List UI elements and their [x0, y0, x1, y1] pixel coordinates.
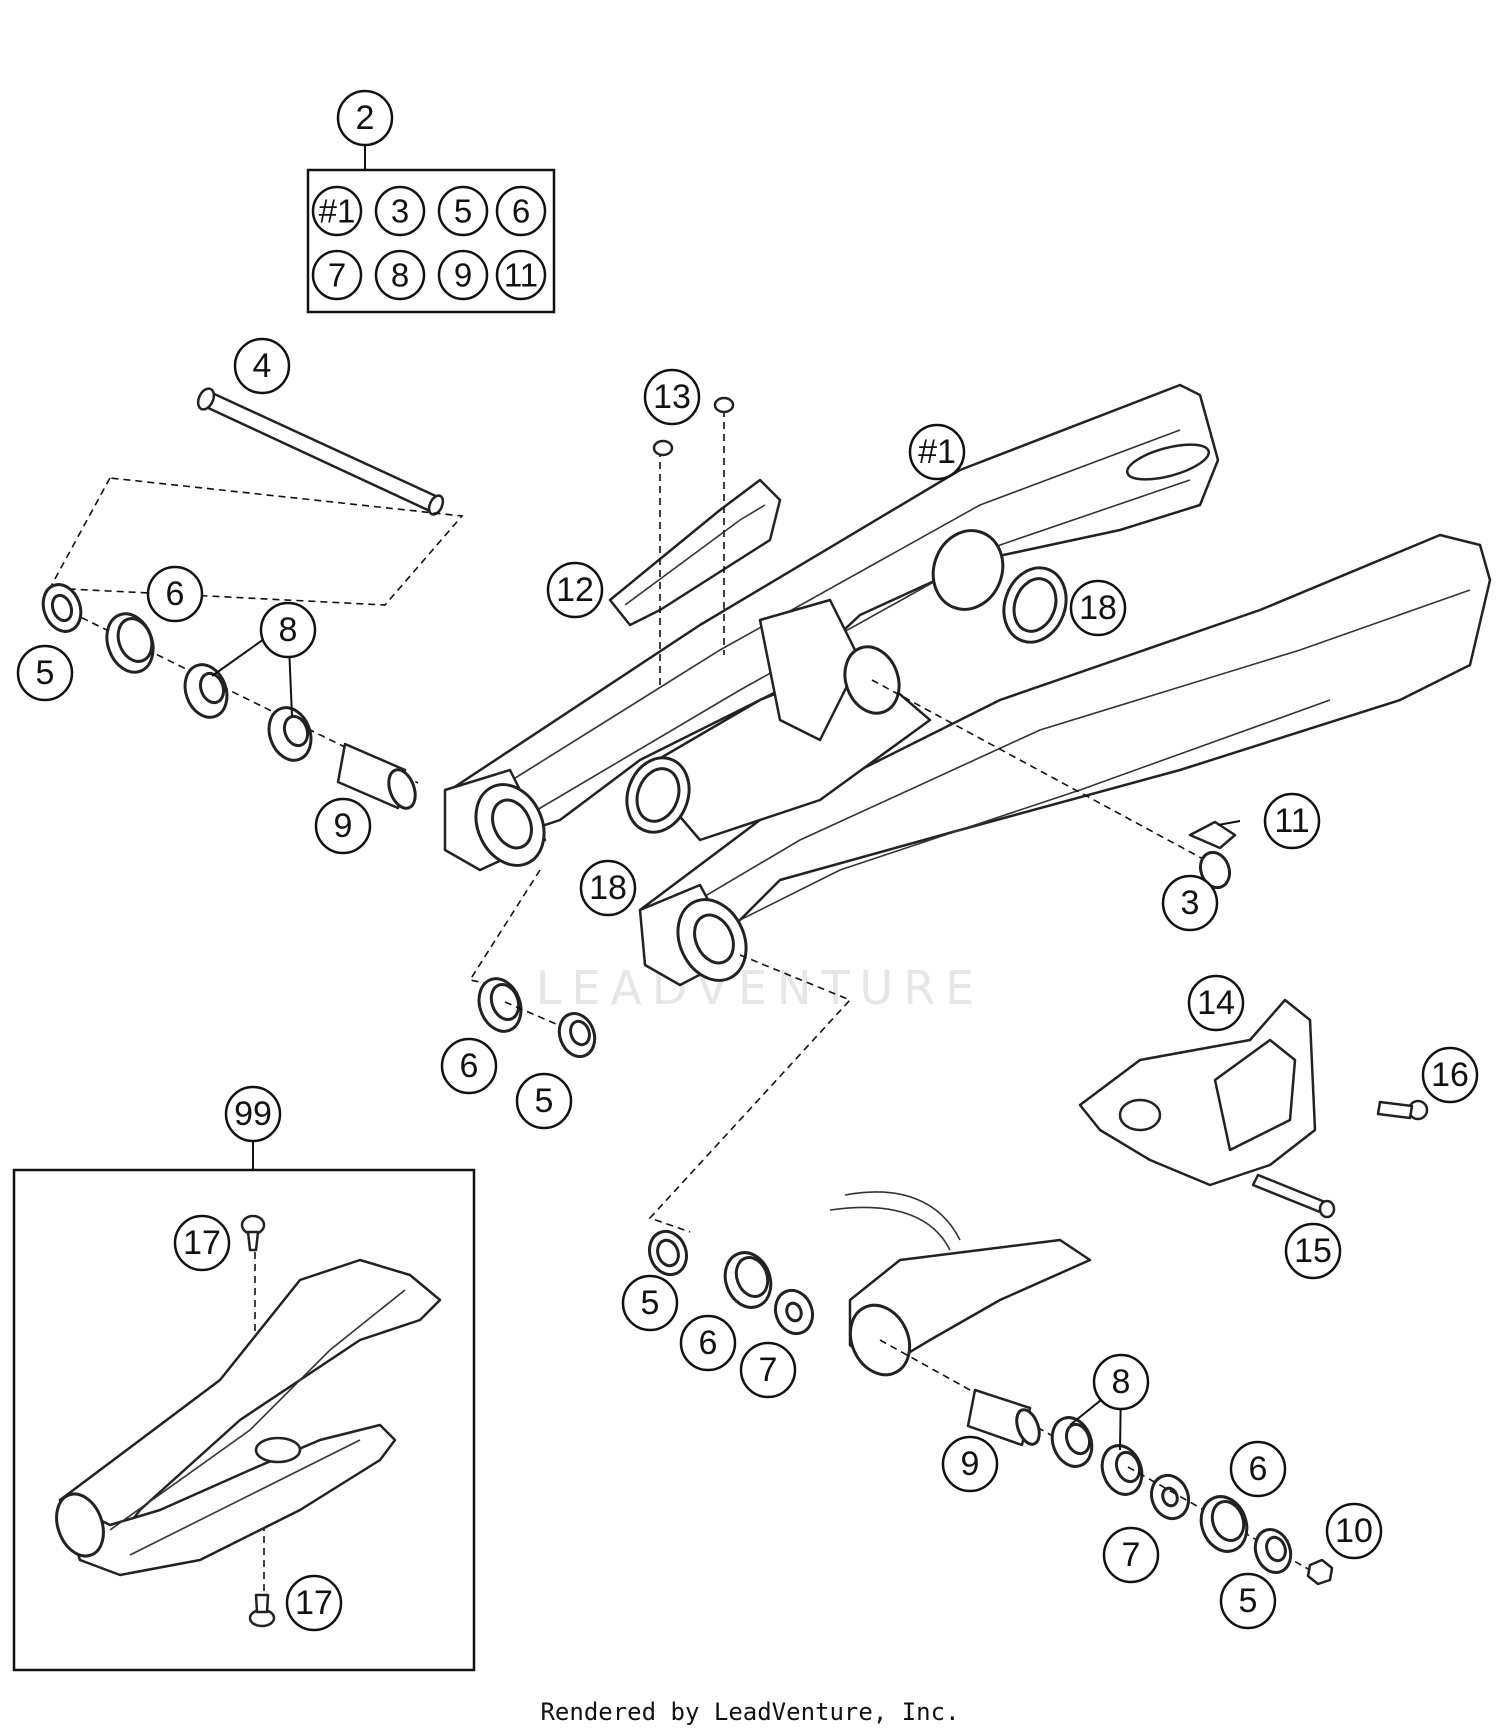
- svg-text:10: 10: [1335, 1512, 1373, 1550]
- callout-5a[interactable]: 5: [16, 644, 74, 702]
- bushing-3: [1198, 850, 1232, 890]
- svg-text:6: 6: [166, 575, 185, 613]
- leadventure-watermark: LEADVENTURE: [536, 961, 985, 1015]
- svg-text:7: 7: [328, 257, 346, 294]
- svg-text:#1: #1: [918, 433, 956, 471]
- callout-6c[interactable]: 6: [679, 1314, 737, 1372]
- svg-text:11: 11: [1274, 802, 1309, 840]
- svg-text:6: 6: [512, 193, 530, 230]
- svg-text:5: 5: [36, 654, 55, 692]
- callout-18b[interactable]: 18: [579, 859, 637, 917]
- callout-6a[interactable]: 6: [146, 565, 204, 623]
- callout-17a[interactable]: 17: [173, 1214, 231, 1272]
- kit-item-5[interactable]: 5: [437, 185, 489, 237]
- callout-7b[interactable]: 7: [1102, 1526, 1160, 1584]
- lower-bearing-stack: [477, 977, 597, 1058]
- callout-14[interactable]: 14: [1187, 974, 1245, 1032]
- swingarm-axle: [196, 387, 445, 516]
- svg-text:9: 9: [334, 807, 353, 845]
- callout-5b[interactable]: 5: [515, 1072, 573, 1130]
- svg-text:15: 15: [1294, 1232, 1332, 1270]
- callout-layer: 2 4 13 #1 12 18 6 5 8 9 18 11 3 6 5 14 16 15 99 17 17 5 6 7 8 9 6 1…: [16, 89, 1479, 1632]
- callout-1[interactable]: #1: [908, 423, 966, 481]
- callout-4[interactable]: 4: [233, 337, 291, 395]
- bearing-seals-18: [625, 566, 1068, 834]
- callout-2[interactable]: 2: [336, 89, 394, 147]
- svg-text:5: 5: [1239, 1582, 1258, 1620]
- chain-guard-plate: [608, 396, 782, 690]
- kit-item-3[interactable]: 3: [374, 185, 426, 237]
- kit-item-8[interactable]: 8: [374, 249, 426, 301]
- callout-7a[interactable]: 7: [739, 1341, 797, 1399]
- svg-text:4: 4: [253, 347, 272, 385]
- kit-item-9[interactable]: 9: [437, 249, 489, 301]
- svg-text:7: 7: [759, 1351, 778, 1389]
- kit-item-hash1[interactable]: #1: [311, 185, 363, 237]
- chain-guide: [1078, 998, 1429, 1219]
- svg-text:8: 8: [1112, 1363, 1131, 1401]
- svg-text:17: 17: [183, 1224, 221, 1262]
- svg-text:6: 6: [460, 1047, 479, 1085]
- callout-8b[interactable]: 8: [1092, 1353, 1150, 1411]
- svg-text:5: 5: [454, 193, 472, 230]
- callout-12[interactable]: 12: [546, 561, 604, 619]
- kit-item-7[interactable]: 7: [311, 249, 363, 301]
- callout-17b[interactable]: 17: [285, 1574, 343, 1632]
- callout-16[interactable]: 16: [1421, 1046, 1479, 1104]
- svg-text:8: 8: [391, 257, 409, 294]
- callout-5c[interactable]: 5: [621, 1274, 679, 1332]
- svg-text:7: 7: [1122, 1536, 1141, 1574]
- callout-10[interactable]: 10: [1325, 1502, 1383, 1560]
- svg-text:17: 17: [295, 1584, 333, 1622]
- callout-13[interactable]: 13: [643, 368, 701, 426]
- left-pivot-hardware: [41, 583, 419, 810]
- svg-text:5: 5: [535, 1082, 554, 1120]
- callout-3[interactable]: 3: [1161, 874, 1219, 932]
- svg-text:99: 99: [234, 1095, 272, 1133]
- svg-text:14: 14: [1197, 984, 1235, 1022]
- parts-kit-box: #1 3 5 6 7 8 9 11: [306, 140, 556, 314]
- swingarm-frame: [443, 383, 1492, 987]
- svg-text:5: 5: [641, 1284, 660, 1322]
- svg-text:8: 8: [279, 611, 298, 649]
- callout-9a[interactable]: 9: [314, 797, 372, 855]
- svg-text:6: 6: [1249, 1450, 1268, 1488]
- callout-6d[interactable]: 6: [1229, 1440, 1287, 1498]
- svg-text:18: 18: [1079, 589, 1117, 627]
- svg-text:2: 2: [356, 99, 375, 137]
- callout-6b[interactable]: 6: [440, 1037, 498, 1095]
- rendered-by-footer: Rendered by LeadVenture, Inc.: [540, 1698, 960, 1726]
- kit-99-box: [12, 1138, 476, 1672]
- callout-11[interactable]: 11: [1263, 792, 1321, 850]
- callout-5d[interactable]: 5: [1219, 1572, 1277, 1630]
- bracket-11: [1188, 820, 1237, 850]
- svg-text:12: 12: [556, 571, 594, 609]
- kit-item-11[interactable]: 11: [495, 249, 547, 301]
- svg-text:16: 16: [1431, 1056, 1469, 1094]
- svg-text:3: 3: [391, 193, 409, 230]
- svg-text:9: 9: [961, 1445, 980, 1483]
- svg-text:3: 3: [1181, 884, 1200, 922]
- svg-text:13: 13: [653, 378, 691, 416]
- callout-99[interactable]: 99: [224, 1085, 282, 1143]
- svg-text:#1: #1: [319, 193, 356, 230]
- svg-text:9: 9: [454, 257, 472, 294]
- kit-item-6[interactable]: 6: [495, 185, 547, 237]
- callout-9b[interactable]: 9: [941, 1435, 999, 1493]
- lower-pivot-detail: [647, 1191, 1334, 1586]
- svg-text:6: 6: [699, 1324, 718, 1362]
- callout-18a[interactable]: 18: [1069, 579, 1127, 637]
- svg-text:11: 11: [504, 257, 538, 294]
- svg-text:18: 18: [589, 869, 627, 907]
- callout-8a[interactable]: 8: [259, 601, 317, 659]
- callout-15[interactable]: 15: [1284, 1222, 1342, 1280]
